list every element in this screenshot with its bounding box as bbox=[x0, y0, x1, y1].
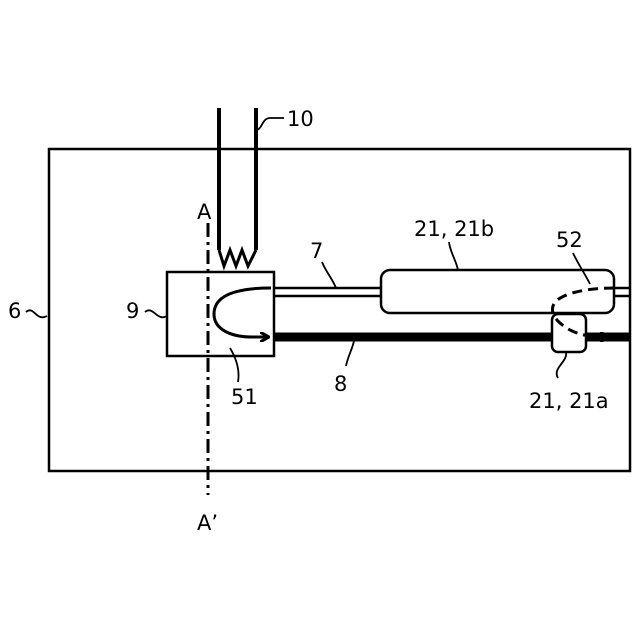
fiber bbox=[219, 108, 256, 266]
leader-7 bbox=[322, 262, 336, 288]
label-section-top: A bbox=[197, 200, 212, 224]
leader-9 bbox=[145, 310, 167, 317]
coupler-block bbox=[167, 272, 274, 356]
label-light-path-52: 52 bbox=[556, 228, 583, 252]
label-waveguide-upper: 7 bbox=[310, 239, 323, 263]
label-element-a: 21, 21a bbox=[529, 389, 609, 413]
fiber-tip-zigzag bbox=[219, 250, 256, 266]
leader-8 bbox=[346, 341, 354, 366]
label-waveguide-lower: 8 bbox=[334, 372, 347, 396]
label-section-bottom: A’ bbox=[197, 511, 218, 535]
label-light-path-51: 51 bbox=[231, 385, 258, 409]
label-coupler: 9 bbox=[126, 299, 139, 323]
leader-6 bbox=[26, 310, 47, 317]
leader-21a bbox=[557, 352, 567, 378]
label-element-b: 21, 21b bbox=[414, 217, 494, 241]
leader-21b bbox=[449, 242, 458, 270]
leader-lines bbox=[26, 118, 590, 382]
leader-10 bbox=[256, 118, 284, 130]
label-fiber: 10 bbox=[287, 107, 314, 131]
label-board: 6 bbox=[8, 299, 21, 323]
